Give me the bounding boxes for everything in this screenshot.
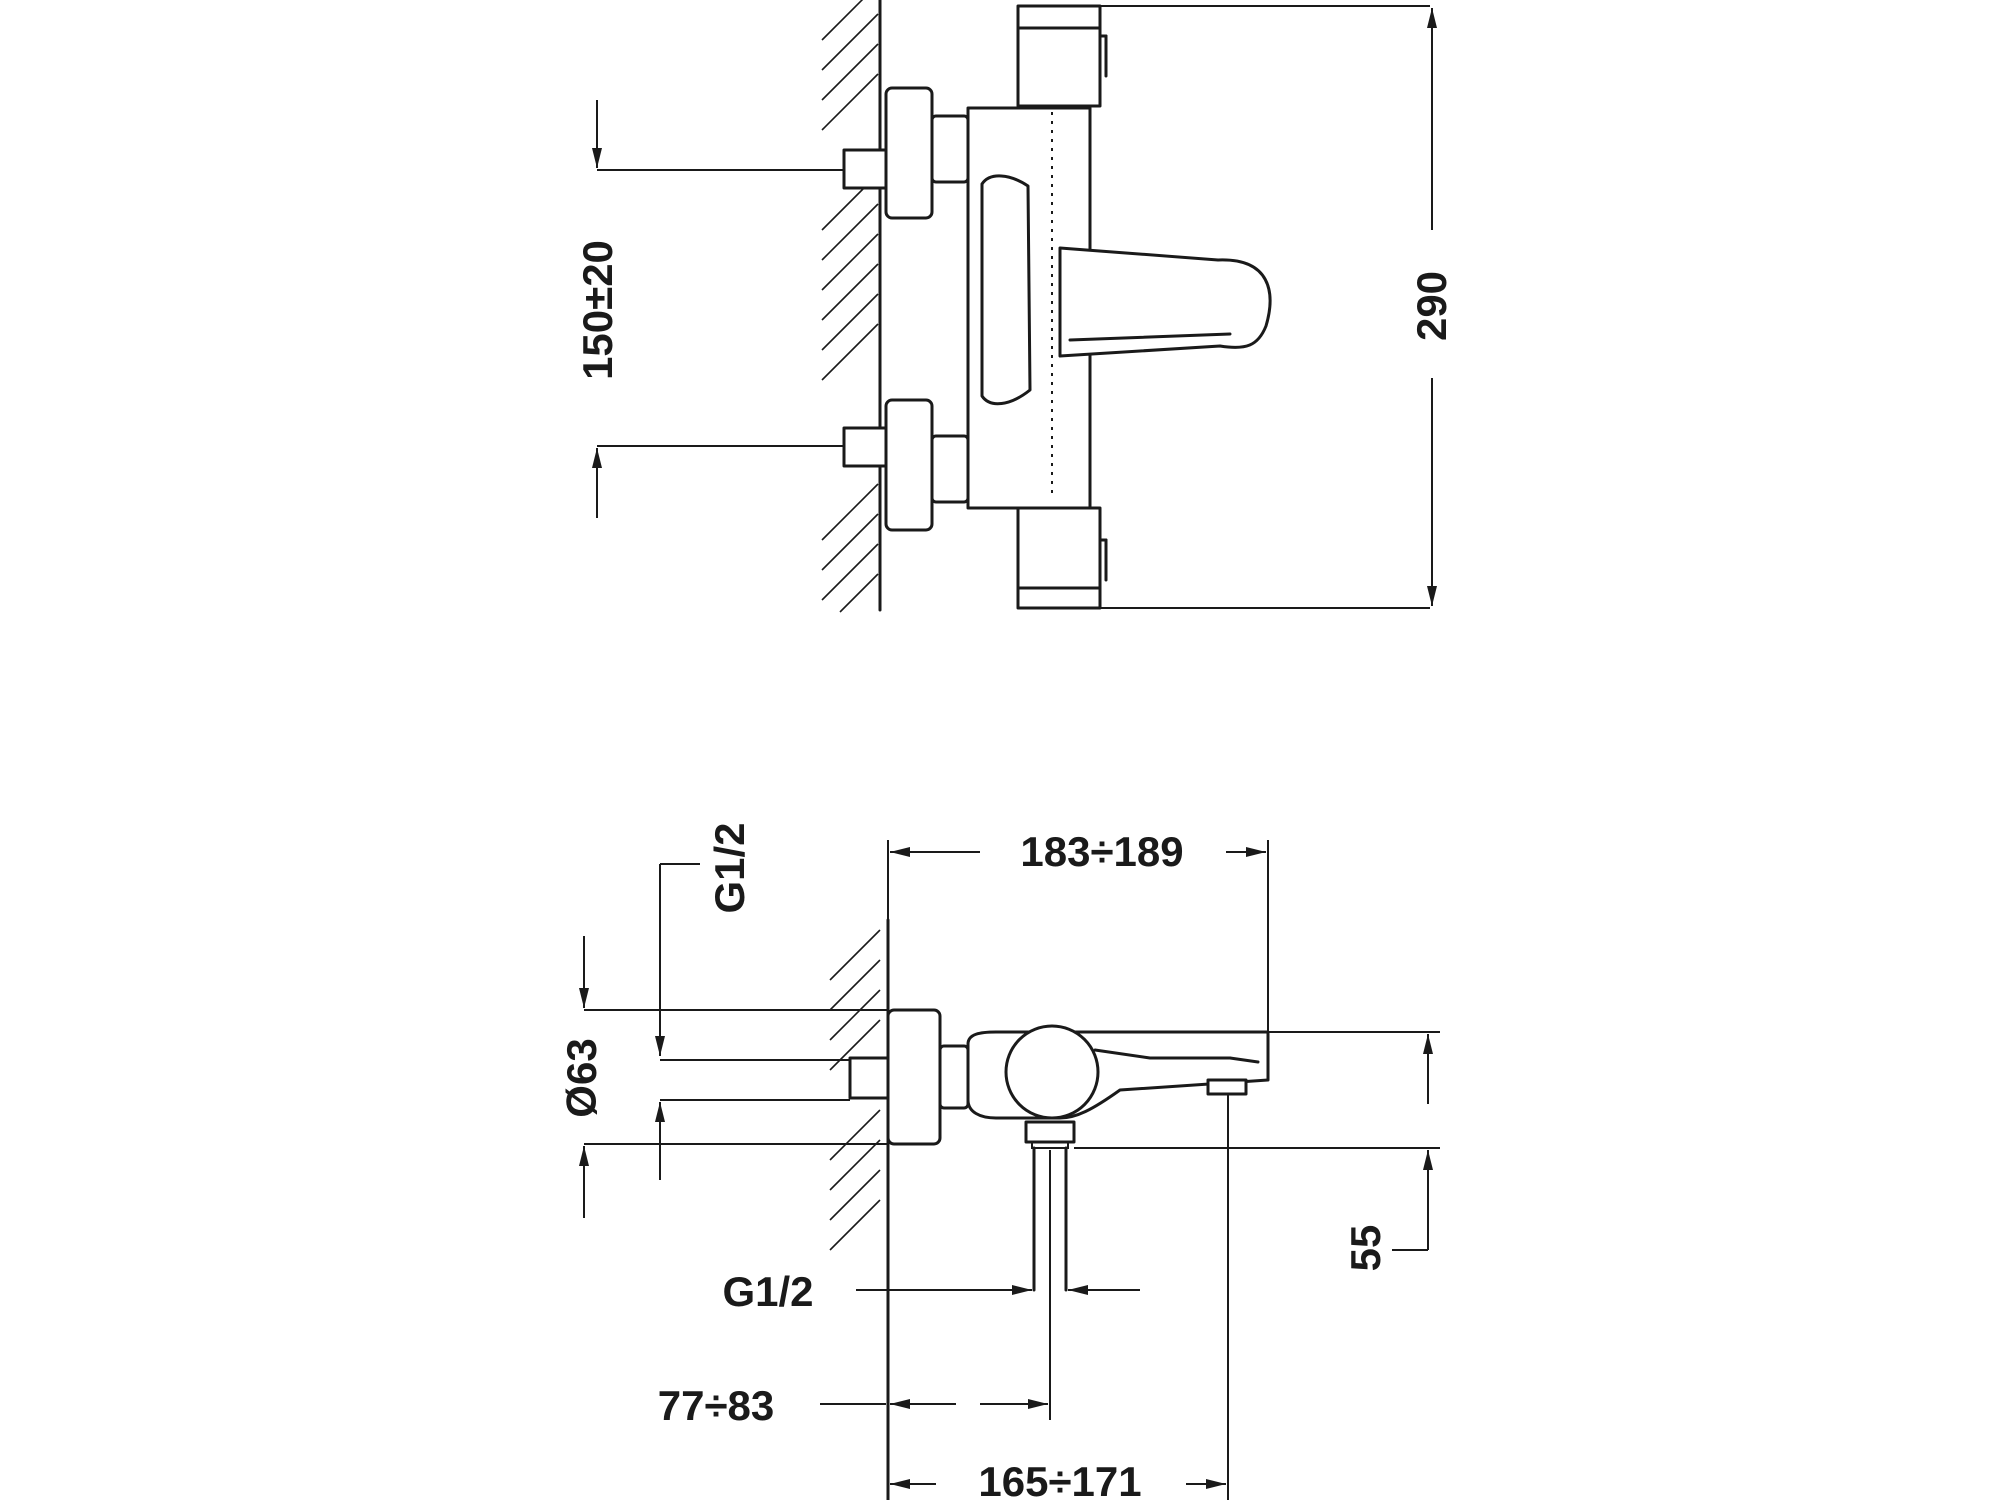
front-wall (821, 0, 882, 613)
side-dim-wall-to-outlet: 77÷83 (658, 1150, 1051, 1429)
side-dim-escutcheon-diameter-label: Ø63 (558, 1038, 605, 1117)
side-dim-outlet-height: 55 (1074, 1031, 1440, 1272)
side-dim-wall-to-spout-label: 183÷189 (1020, 828, 1183, 875)
side-connection (848, 1008, 970, 1146)
side-dim-wall-to-aerator-label: 165÷171 (978, 1458, 1141, 1500)
front-dim-total-height-label: 290 (1408, 271, 1455, 341)
side-dim-bottom-thread: G1/2 (722, 1268, 1140, 1315)
side-dim-wall-to-spout: 183÷189 (887, 828, 1269, 1032)
side-dim-bottom-thread-label: G1/2 (722, 1268, 813, 1315)
side-wall (829, 918, 890, 1500)
front-bottom-connection (842, 398, 970, 532)
front-dim-inlet-spacing: 150±20 (574, 100, 844, 518)
front-view: 150±20 290 (574, 0, 1455, 613)
side-dim-top-thread: G1/2 (655, 822, 850, 1180)
side-dim-top-thread-label: G1/2 (706, 822, 753, 913)
side-dim-wall-to-outlet-label: 77÷83 (658, 1382, 774, 1429)
front-dim-inlet-spacing-label: 150±20 (574, 240, 621, 380)
side-mixer-body (966, 1024, 1270, 1292)
side-dim-outlet-height-label: 55 (1342, 1225, 1389, 1272)
side-dim-escutcheon-diameter: Ø63 (558, 936, 888, 1218)
front-top-connection (842, 86, 970, 220)
front-mixer-body (966, 4, 1272, 610)
side-dim-wall-to-aerator: 165÷171 (890, 1094, 1229, 1500)
front-dim-total-height: 290 (1100, 5, 1455, 609)
side-view: 183÷189 G1/2 Ø63 55 (558, 822, 1440, 1500)
